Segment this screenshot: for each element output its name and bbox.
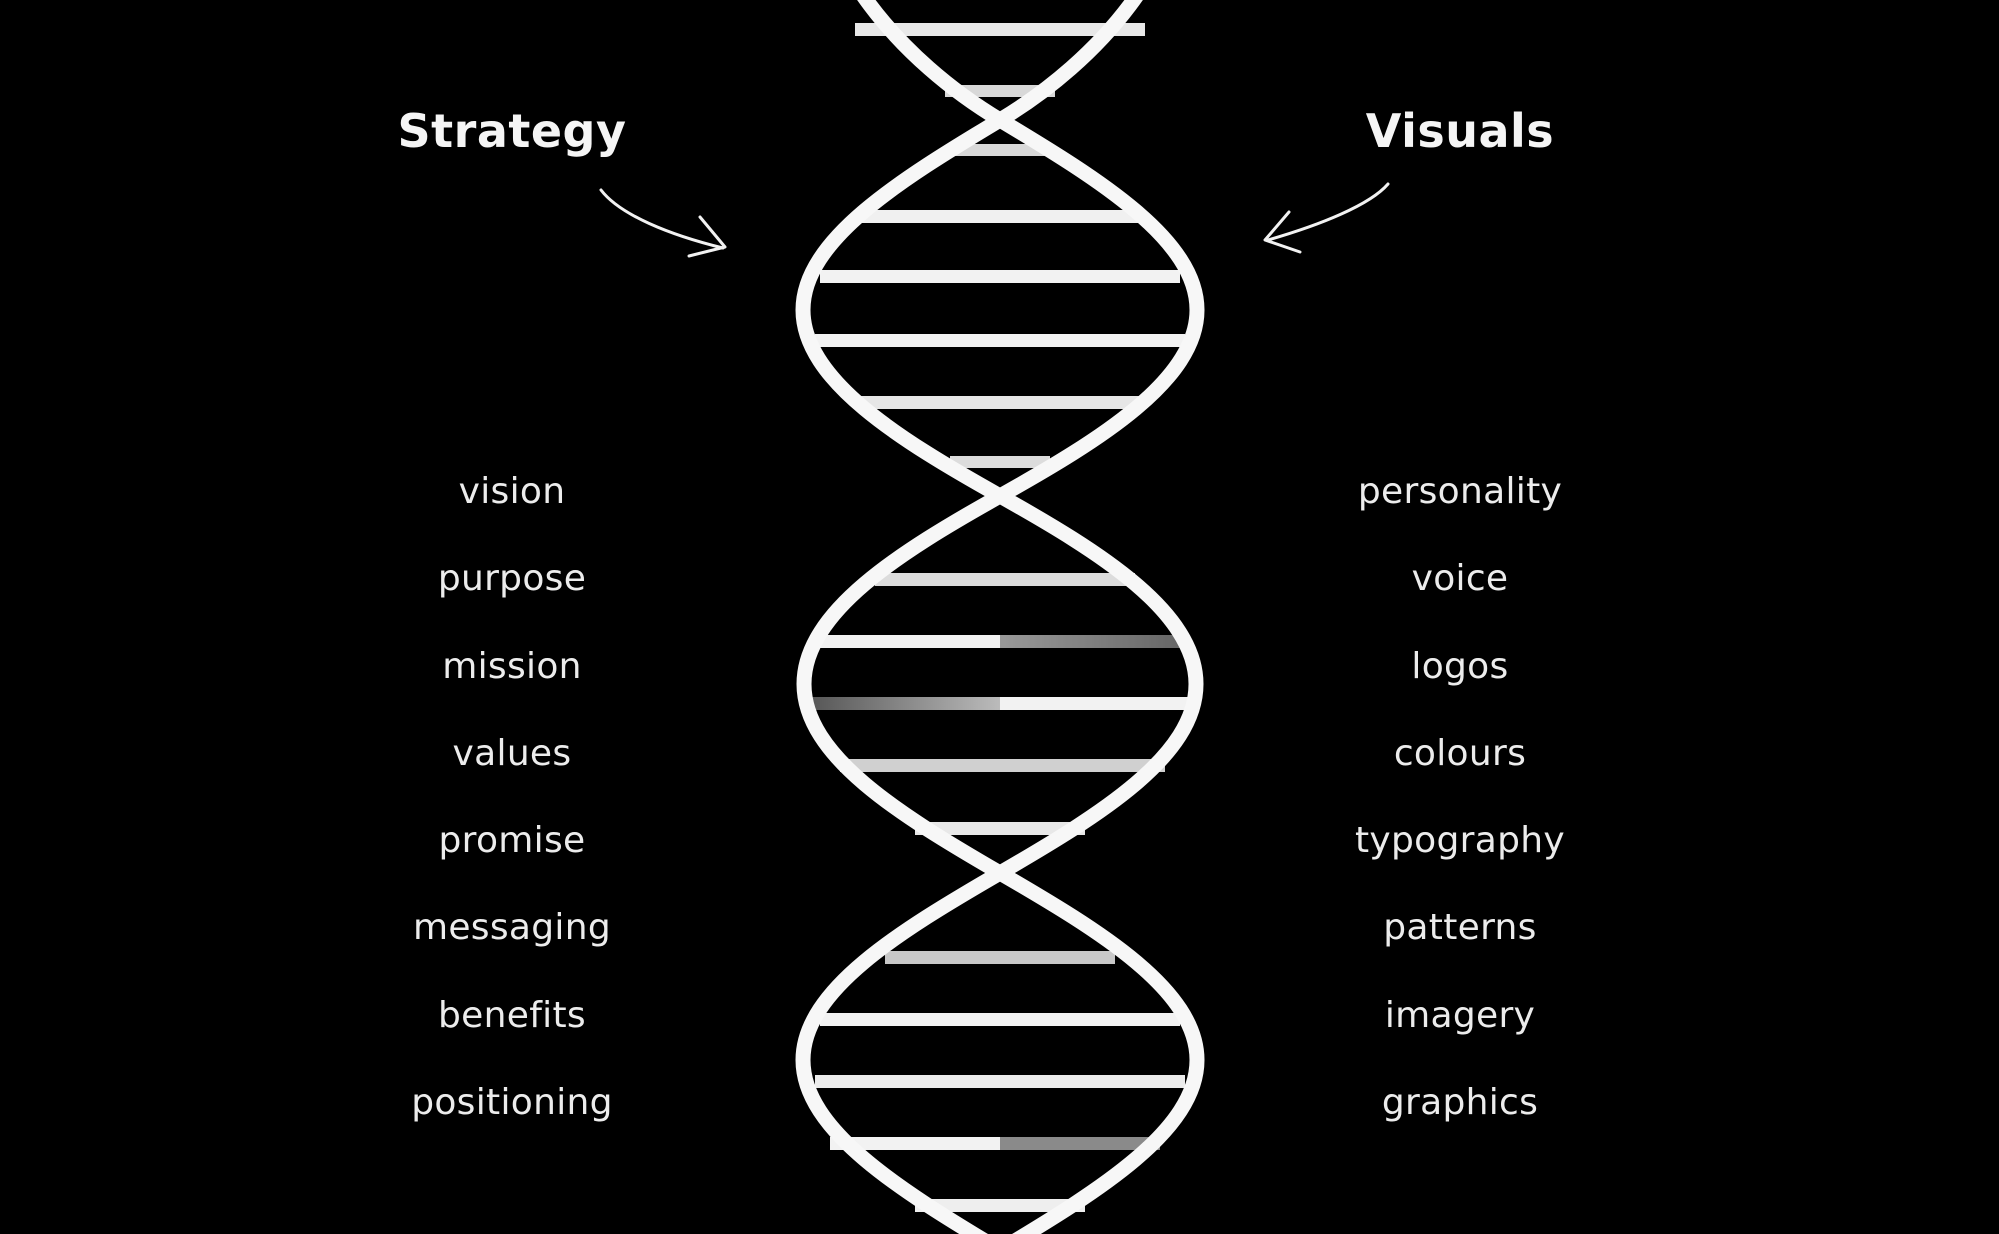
visuals-list: personality voice logos colours typograp… bbox=[1290, 464, 1630, 1162]
visuals-item: logos bbox=[1411, 645, 1509, 687]
visuals-item: imagery bbox=[1384, 994, 1536, 1036]
visuals-item: colours bbox=[1393, 732, 1527, 774]
strategy-list: vision purpose mission values promise me… bbox=[342, 464, 682, 1162]
visuals-item: graphics bbox=[1381, 1082, 1539, 1124]
strategy-item: promise bbox=[438, 820, 586, 862]
strategy-item: mission bbox=[442, 645, 582, 687]
strategy-item: messaging bbox=[412, 907, 611, 949]
helix-strands bbox=[795, 0, 1205, 1234]
visuals-item: voice bbox=[1411, 558, 1509, 600]
strategy-arrowhead-icon bbox=[687, 215, 727, 258]
visuals-item: typography bbox=[1355, 820, 1565, 862]
visuals-item: patterns bbox=[1383, 907, 1537, 949]
strategy-item: values bbox=[452, 732, 572, 774]
strategy-heading: Strategy bbox=[397, 104, 627, 158]
strategy-item: benefits bbox=[438, 994, 586, 1036]
strategy-arrow-icon bbox=[599, 188, 725, 250]
strategy-item: positioning bbox=[411, 1082, 613, 1124]
strategy-item: purpose bbox=[437, 558, 587, 600]
visuals-item: personality bbox=[1357, 471, 1563, 512]
strategy-item: vision bbox=[458, 471, 566, 512]
helix-rungs bbox=[808, 23, 1192, 1212]
visuals-arrowhead-icon bbox=[1263, 210, 1302, 254]
visuals-heading: Visuals bbox=[1365, 104, 1555, 158]
visuals-arrow-icon bbox=[1266, 182, 1390, 242]
